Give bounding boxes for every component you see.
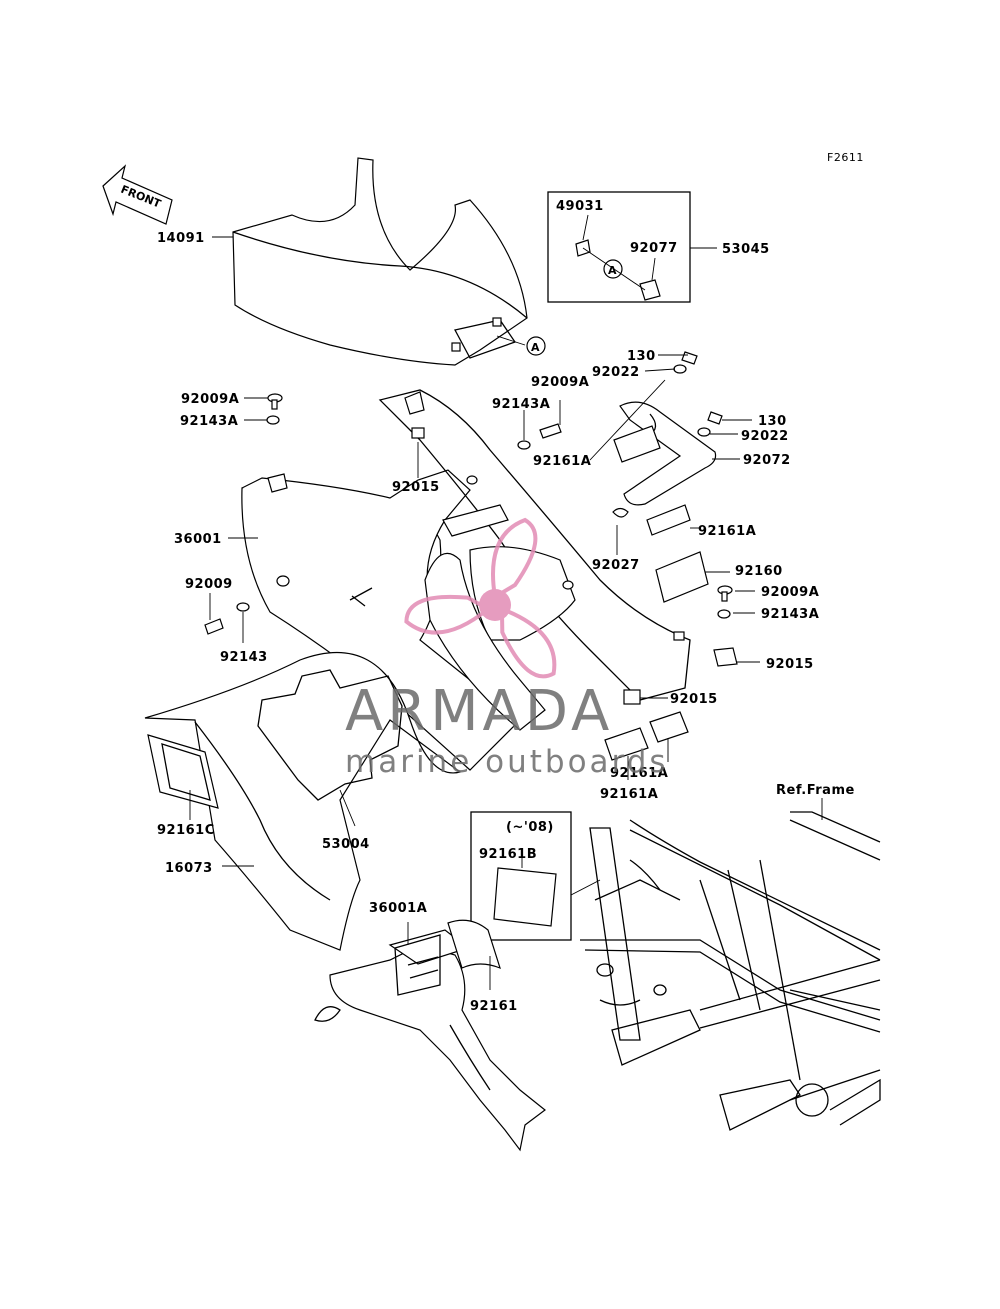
label-92143A-c: 92143A: [761, 607, 819, 622]
label-130-b: 130: [758, 414, 787, 429]
label-92009A-a: 92009A: [181, 392, 239, 407]
label-36001A: 36001A: [369, 901, 427, 916]
label-92143A-a: 92143A: [180, 414, 238, 429]
label-36001: 36001: [174, 532, 222, 547]
center-screws: [517, 400, 562, 450]
watermark-tagline: marine outboards: [345, 744, 669, 780]
label-92009A-c: 92009A: [761, 585, 819, 600]
ref-frame-label: Ref.Frame: [776, 783, 855, 798]
ref-marker-a-2: A: [608, 264, 617, 277]
label-130-a: 130: [627, 349, 656, 364]
label-92072: 92072: [743, 453, 791, 468]
part-92161B-box: [470, 811, 601, 941]
label-92009A-b: 92009A: [531, 375, 589, 390]
part-53045-box: [547, 191, 717, 303]
year-note: (~'08): [506, 820, 554, 835]
label-92161A-b: 92161A: [698, 524, 756, 539]
label-49031: 49031: [556, 199, 604, 214]
pads-92161A-lower: [604, 711, 689, 780]
label-92161: 92161: [470, 999, 518, 1014]
watermark-logo: ARMADA marine outboards: [345, 517, 669, 780]
label-92161A-d: 92161A: [600, 787, 658, 802]
part-92072-bracket: [612, 351, 723, 603]
left-mid-screws: [204, 593, 250, 643]
label-92161A-a: 92161A: [533, 454, 591, 469]
label-92015-a: 92015: [392, 480, 440, 495]
part-16073-panel: [144, 651, 462, 951]
label-92027: 92027: [592, 558, 640, 573]
watermark-brand: ARMADA: [345, 679, 613, 744]
propeller-icon: [404, 517, 557, 679]
label-14091: 14091: [157, 231, 205, 246]
label-92009: 92009: [185, 577, 233, 592]
label-92077: 92077: [630, 241, 678, 256]
label-92161C: 92161C: [157, 823, 215, 838]
right-mid-screws: [713, 585, 760, 667]
label-92015-b: 92015: [766, 657, 814, 672]
part-14091-cover: [232, 157, 528, 366]
label-53045: 53045: [722, 242, 770, 257]
part-53004-mat: [257, 669, 403, 827]
ref-frame: [580, 798, 881, 1131]
label-92161A-c: 92161A: [610, 766, 668, 781]
label-92161B: 92161B: [479, 847, 537, 862]
label-92022-b: 92022: [741, 429, 789, 444]
ref-marker-a-1: A: [531, 341, 540, 354]
label-92015-c: 92015: [670, 692, 718, 707]
figure-code: F2611: [827, 151, 864, 164]
left-top-screws: [244, 393, 283, 425]
label-92143A-b: 92143A: [492, 397, 550, 412]
part-92161-pad: [447, 919, 501, 990]
label-53004: 53004: [322, 837, 370, 852]
label-92160: 92160: [735, 564, 783, 579]
label-92022-a: 92022: [592, 365, 640, 380]
label-92143: 92143: [220, 650, 268, 665]
label-16073: 16073: [165, 861, 213, 876]
front-arrow-icon: FRONT: [102, 164, 173, 225]
part-36001A-cover: [314, 922, 546, 1152]
